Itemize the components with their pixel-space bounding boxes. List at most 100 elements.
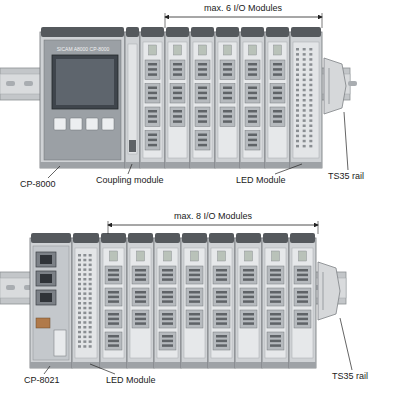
status-leds: [249, 45, 257, 55]
terminal-screw: [108, 318, 119, 321]
module-front: [243, 42, 262, 158]
terminal-block: [170, 84, 185, 104]
terminal-screw: [148, 120, 157, 123]
led-dot: [309, 74, 312, 77]
module-cap: [73, 233, 99, 243]
rail-slot: [348, 81, 357, 86]
terminal-screw: [108, 322, 119, 325]
module-front: [157, 248, 178, 358]
led-dot: [89, 297, 92, 300]
terminal-screw: [297, 322, 308, 325]
terminal-screw: [297, 300, 308, 303]
module-housing: [127, 238, 154, 368]
led-dot: [83, 297, 86, 300]
part-label: Coupling module: [96, 175, 164, 186]
led-dot: [83, 336, 86, 339]
terminal-block: [145, 60, 160, 80]
terminal-screw: [189, 278, 200, 281]
led-dot: [309, 84, 312, 87]
module-housing: [72, 238, 100, 368]
terminal-screw: [273, 97, 282, 100]
terminal-block: [240, 310, 257, 328]
module-foot: [72, 362, 100, 368]
cpu-display: [52, 55, 118, 109]
terminal-screw: [148, 92, 157, 95]
led-dot: [83, 345, 86, 348]
led-dot: [83, 268, 86, 271]
module-cap: [191, 27, 214, 37]
terminal-screw: [198, 87, 207, 90]
terminal-screw: [223, 87, 232, 90]
terminal-screw: [135, 296, 146, 299]
terminal-screw: [216, 278, 227, 281]
terminal-screw: [108, 291, 119, 294]
terminal-screw: [189, 296, 200, 299]
led-dot: [78, 331, 81, 334]
dimension-tick: [108, 221, 109, 234]
terminal-screw: [248, 73, 257, 76]
cpu-face: [44, 40, 121, 160]
led-dot: [309, 109, 312, 112]
terminal-block: [294, 310, 311, 328]
terminal-screw: [162, 291, 173, 294]
terminal-block: [213, 266, 230, 284]
terminal-screw: [148, 139, 157, 142]
device-marking: SICAM A8000 CP-8000: [57, 46, 110, 52]
terminal-block: [270, 84, 285, 104]
terminal-screw: [270, 318, 281, 321]
rail-slot: [6, 285, 15, 290]
terminal-block: [105, 332, 122, 350]
terminal-screw: [173, 73, 182, 76]
led-dot: [309, 125, 312, 128]
led-dot: [89, 264, 92, 267]
module-front: [211, 248, 232, 358]
terminal-screw: [173, 63, 182, 66]
terminal-block: [159, 288, 176, 306]
led-dot: [83, 292, 86, 295]
module-foot: [125, 162, 140, 168]
led-dot: [83, 331, 86, 334]
status-leds: [299, 251, 307, 261]
led-dot: [89, 273, 92, 276]
led-dot: [296, 99, 299, 102]
module-housing: [154, 238, 181, 368]
terminal-screw: [135, 278, 146, 281]
module-front: [193, 42, 212, 158]
led-dot: [89, 254, 92, 257]
led-dot: [83, 273, 86, 276]
rj45-port: [40, 255, 52, 264]
led-dot: [83, 259, 86, 262]
part-label: TS35 rail: [332, 371, 368, 382]
led-dot: [296, 68, 299, 71]
bottom-rack: [0, 233, 346, 368]
led-dot: [309, 89, 312, 92]
module-foot: [265, 162, 290, 168]
led-dot: [296, 79, 299, 82]
module-front: [103, 248, 124, 358]
module-foot: [235, 362, 262, 368]
terminal-screw: [216, 335, 227, 338]
terminal-screw: [108, 300, 119, 303]
terminal-block: [105, 310, 122, 328]
led-dot: [78, 278, 81, 281]
module-foot: [208, 362, 235, 368]
terminal-screw: [243, 318, 254, 321]
terminal-screw: [198, 63, 207, 66]
leader-line: [90, 364, 115, 374]
led-dot: [89, 302, 92, 305]
terminal-screw: [108, 296, 119, 299]
module-housing: [290, 32, 322, 168]
terminal-screw: [198, 97, 207, 100]
led-dot: [89, 316, 92, 319]
module-foot: [40, 162, 125, 168]
terminal-screw: [273, 92, 282, 95]
leader-line: [48, 166, 60, 178]
terminal-screw: [198, 73, 207, 76]
terminal-screw: [148, 97, 157, 100]
led-dot: [78, 268, 81, 271]
led-dot: [303, 74, 306, 77]
cpu-display: [56, 59, 114, 105]
terminal-screw: [198, 115, 207, 118]
rj45-port: [40, 274, 52, 283]
led-dot: [309, 58, 312, 61]
